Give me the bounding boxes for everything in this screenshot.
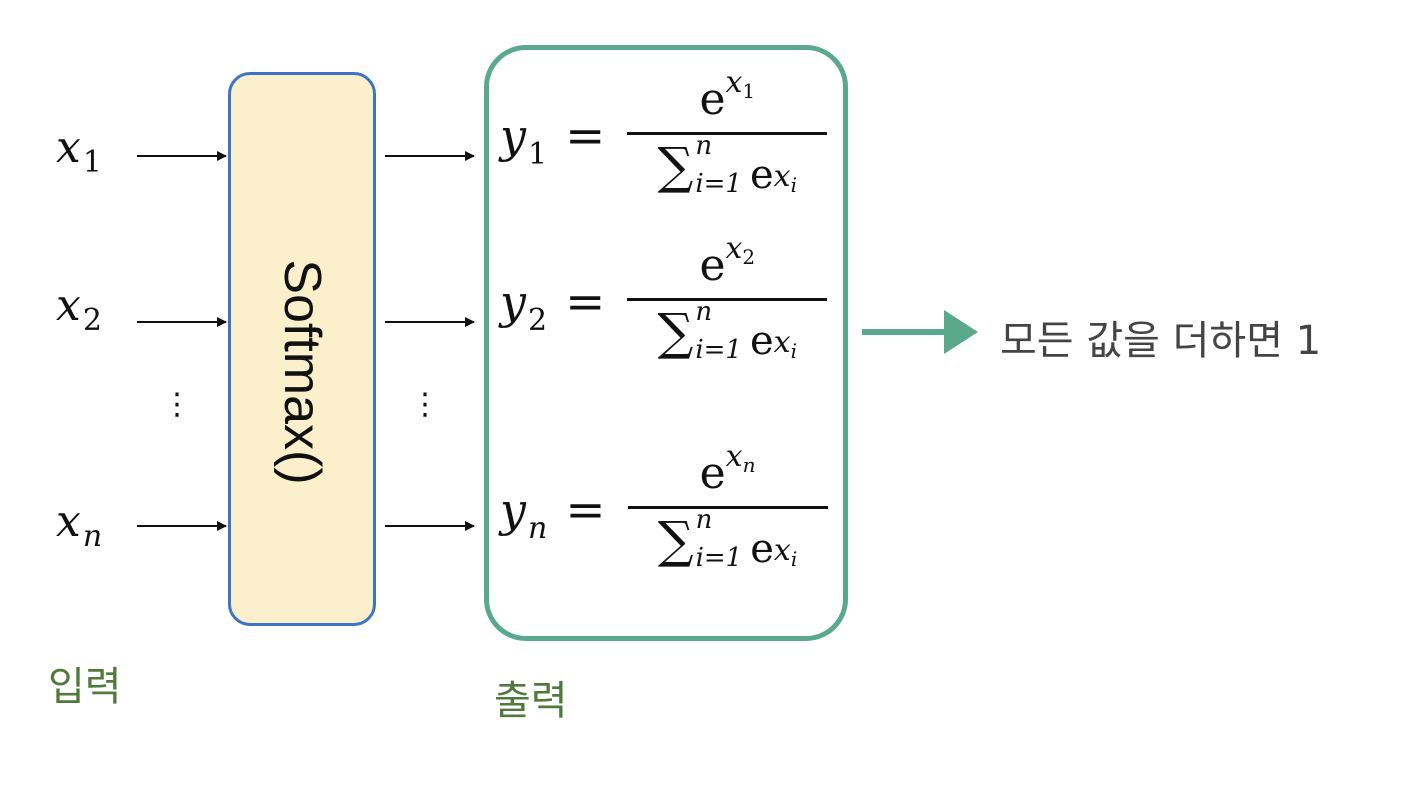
formula-yn-equals: = [565, 481, 606, 538]
formula-yn-lhs: yn [500, 482, 547, 546]
y1-base: y [500, 108, 526, 163]
y2-den-exp: x [773, 325, 791, 360]
softmax-label: Softmax() [273, 259, 331, 485]
y1-den-base: e [749, 152, 774, 198]
y2-den-upper: n [695, 297, 713, 327]
y2-num-exp: x [725, 231, 743, 266]
yn-num-exp-sub: n [742, 453, 756, 477]
y1-den-lower: i=1 [695, 169, 742, 199]
formula-y2-lhs: y2 [500, 274, 547, 338]
y2-den-term: exi [750, 321, 797, 361]
y2-den-base: e [749, 318, 774, 364]
y1-num-base: e [699, 74, 726, 125]
y2-num-exp-sub: 2 [742, 245, 756, 269]
formula-y1-equals: = [565, 107, 606, 164]
input-x1: x1 [56, 126, 102, 178]
sigma-icon: ∑ [657, 137, 694, 195]
y1-den-term: exi [750, 155, 797, 195]
formula-y2-equals: = [565, 273, 606, 330]
input-x2-base: x [56, 280, 81, 331]
y2-sub: 2 [528, 302, 548, 338]
formula-y1-denominator: ∑ n i=1 exi [657, 131, 797, 197]
input-xn-base: x [56, 496, 81, 547]
y1-den-exp: x [773, 159, 791, 194]
y1-num-exp: x [725, 65, 743, 100]
sum-arrow-head [944, 310, 978, 354]
y1-num-exp-sub: 1 [742, 79, 756, 103]
formula-y1-lhs: y1 [500, 108, 547, 172]
yn-num-base: e [699, 448, 726, 499]
output-label: 출력 [494, 678, 568, 724]
input-xn-sub: n [82, 519, 103, 554]
formula-yn-bar [627, 506, 828, 509]
y1-den-upper: n [695, 131, 713, 161]
formula-yn-denominator: ∑ n i=1 exi [657, 505, 797, 571]
y2-den-exp-sub: i [790, 339, 797, 363]
yn-den-exp: x [773, 533, 791, 568]
input-x1-base: x [56, 122, 81, 173]
input-x2: x2 [56, 284, 102, 336]
input-xn: xn [56, 500, 102, 552]
yn-sub: n [528, 510, 548, 546]
yn-den-exp-sub: i [790, 547, 798, 571]
y2-base: y [500, 274, 526, 329]
y1-sub: 1 [528, 136, 548, 172]
output-box [484, 45, 848, 641]
y1-den-exp-sub: i [790, 173, 797, 197]
yn-num-exp: x [725, 439, 743, 474]
sigma-icon: ∑ [657, 511, 694, 569]
formula-yn-numerator: exn [700, 442, 756, 506]
formula-y1-bar [627, 132, 828, 135]
softmax-box [228, 72, 376, 626]
yn-den-term: exi [750, 529, 797, 569]
y2-num-base: e [699, 240, 726, 291]
formula-y2-numerator: ex2 [699, 234, 756, 298]
yn-den-lower: i=1 [695, 543, 743, 573]
sigma-icon: ∑ [657, 303, 694, 361]
input-label: 입력 [48, 664, 122, 710]
yn-base: y [500, 482, 526, 537]
formula-y2-denominator: ∑ n i=1 exi [657, 297, 797, 363]
formula-y2-bar [627, 298, 828, 301]
yn-den-base: e [750, 526, 774, 572]
sum-note: 모든 값을 더하면 1 [1000, 318, 1322, 364]
formula-y1-numerator: ex1 [699, 68, 756, 132]
input-x1-sub: 1 [82, 145, 102, 180]
yn-den-upper: n [695, 505, 713, 535]
y2-den-lower: i=1 [695, 335, 742, 365]
input-x2-sub: 2 [82, 303, 102, 338]
